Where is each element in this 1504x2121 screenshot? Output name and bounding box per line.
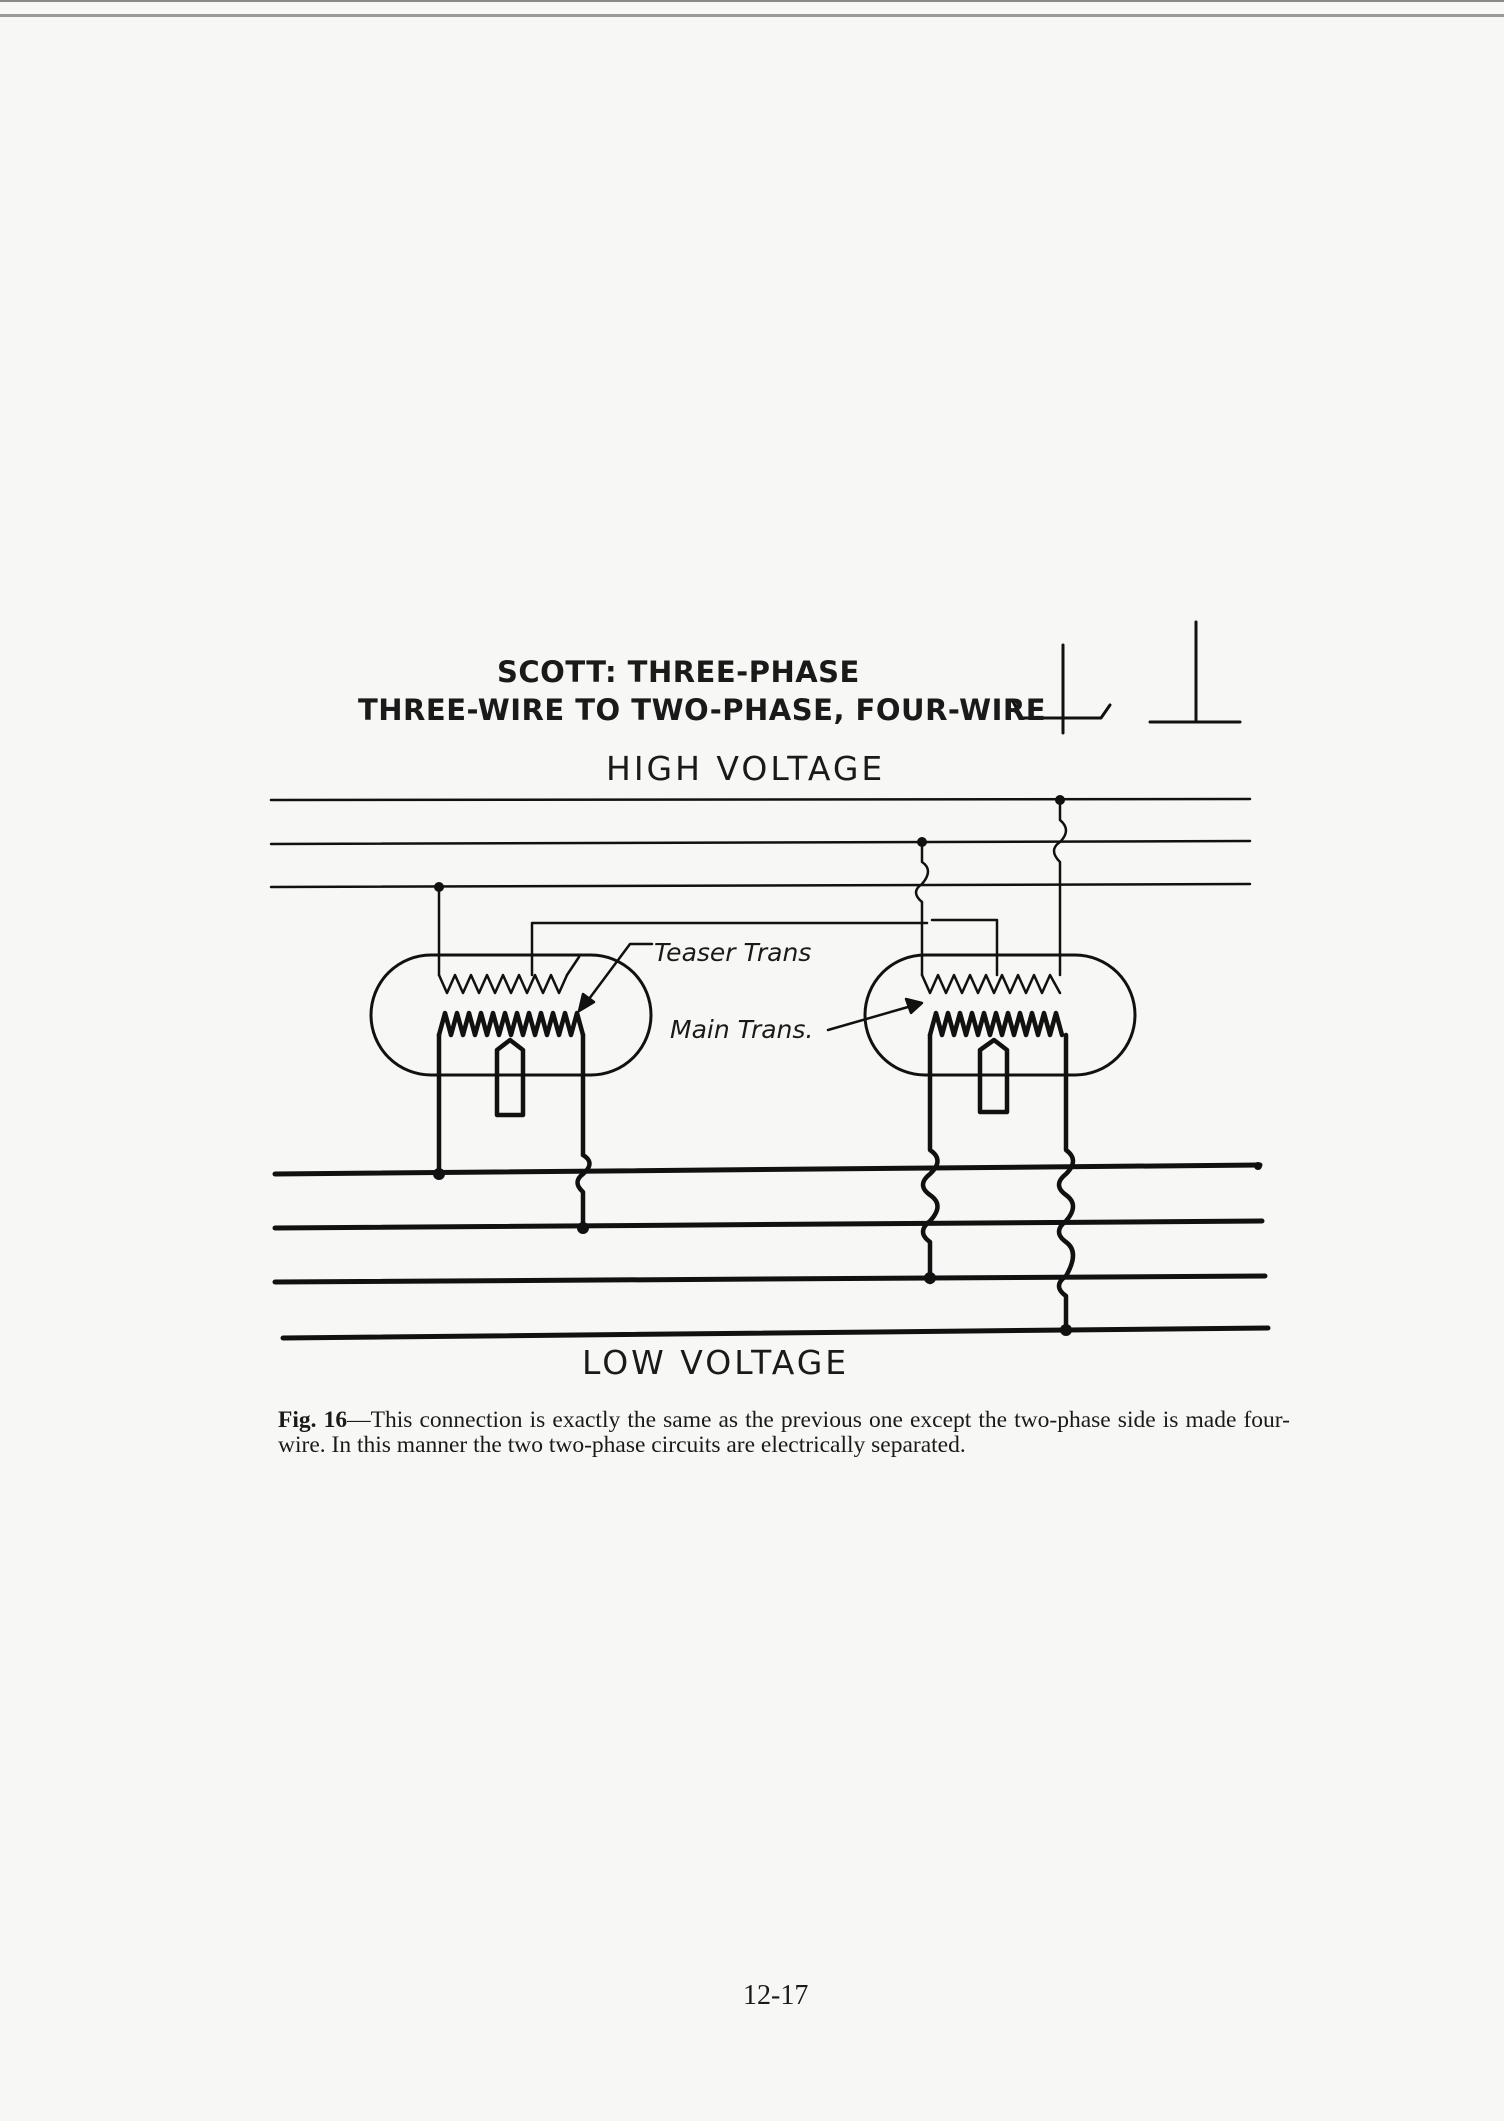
symbol-t-connection [1010,643,1112,735]
page-number: 12-17 [743,1980,809,2011]
diagram-title-line2: THREE-WIRE TO TWO-PHASE, FOUR-WIRE [358,693,1047,727]
scan-edge [0,14,1504,17]
main-trans-label: Main Trans. [670,1015,814,1044]
transformer-left [369,885,929,1231]
scan-edge [0,0,1504,2]
symbol-inverted-t [1148,620,1242,724]
low-voltage-label: LOW VOLTAGE [582,1343,850,1382]
teaser-trans-label: Teaser Trans [654,938,812,967]
caption-text: —This connection is exactly the same as … [278,1407,1290,1458]
low-voltage-bus [272,1162,1271,1341]
junction-dots [433,795,1262,1336]
diagram-title-line1: SCOTT: THREE-PHASE [497,655,860,689]
figure-caption: Fig. 16—This connection is exactly the s… [278,1408,1290,1458]
transformer-right [863,798,1137,1333]
high-voltage-label: HIGH VOLTAGE [606,749,886,788]
label-leaders [577,942,924,1032]
figure-label: Fig. 16 [278,1407,348,1433]
high-voltage-bus [269,797,1252,889]
